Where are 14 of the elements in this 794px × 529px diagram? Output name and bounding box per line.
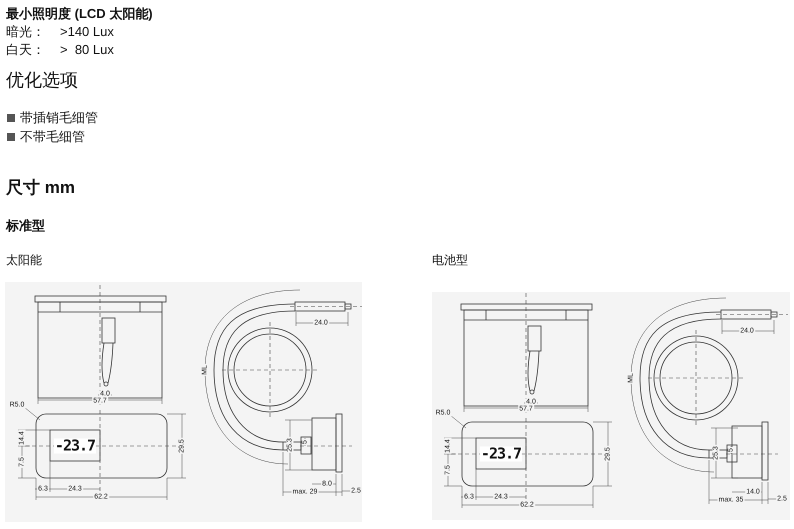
drawing-caption: 电池型 — [432, 253, 468, 268]
section-heading: 优化选项 — [6, 70, 78, 92]
option-text: 带插销毛细管 — [20, 110, 98, 126]
field-label: 白天： — [6, 42, 45, 58]
option-text: 不带毛细管 — [20, 129, 85, 145]
value-text: > 80 Lux — [60, 42, 114, 58]
value-text: >140 Lux — [60, 24, 114, 40]
lcd-reading: -23.7 — [54, 438, 96, 454]
field-label: 暗光： — [6, 24, 45, 40]
subheading: 标准型 — [6, 218, 45, 234]
section-heading: 尺寸 mm — [6, 178, 75, 198]
lcd-reading: -23.7 — [480, 446, 522, 462]
heading: 最小照明度 (LCD 太阳能) — [6, 6, 153, 22]
drawing-caption: 太阳能 — [6, 253, 42, 268]
